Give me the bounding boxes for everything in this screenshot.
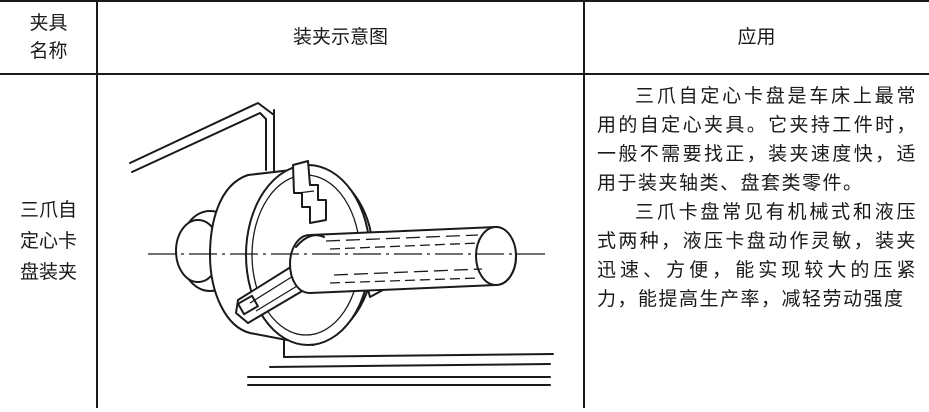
- fixture-name-line2: 定心卡: [19, 230, 77, 252]
- workpiece-shaft: [289, 226, 517, 294]
- fixture-name-line3: 盘装夹: [19, 261, 77, 283]
- column-divider-1: [96, 0, 98, 408]
- application-cell: 三爪自定心卡盘是车床上最常用的自定心夹具。它夹持工件时，一般不需要找正，装夹速度…: [597, 82, 917, 404]
- application-paragraph-1: 三爪自定心卡盘是车床上最常用的自定心夹具。它夹持工件时，一般不需要找正，装夹速度…: [597, 85, 917, 194]
- headstock-outline: [129, 102, 275, 176]
- three-jaw-chuck-diagram: [98, 75, 583, 408]
- header-application-label: 应用: [737, 25, 776, 48]
- header-clamping-diagram: 装夹示意图: [97, 0, 584, 73]
- header-name-line1: 夹具: [29, 11, 68, 34]
- table-top-border: [0, 0, 929, 2]
- header-application: 应用: [584, 0, 929, 73]
- fixture-name-cell: 三爪自 定心卡 盘装夹: [0, 75, 97, 408]
- fixture-name-line1: 三爪自: [19, 199, 77, 221]
- header-fixture-name: 夹具 名称: [0, 0, 97, 73]
- column-divider-2: [583, 0, 585, 408]
- header-diagram-label: 装夹示意图: [292, 25, 388, 48]
- header-name-line2: 名称: [29, 39, 68, 62]
- chuck-illustration: [129, 102, 554, 386]
- lathe-bed-rails: [247, 329, 554, 386]
- header-bottom-rule: [0, 73, 929, 75]
- application-paragraph-2: 三爪卡盘常见有机械式和液压式两种，液压卡盘动作灵敏，装夹迅速、方便，能实现较大的…: [597, 201, 917, 310]
- upper-jaw: [292, 160, 327, 224]
- jaw-contact-edge: [295, 234, 325, 248]
